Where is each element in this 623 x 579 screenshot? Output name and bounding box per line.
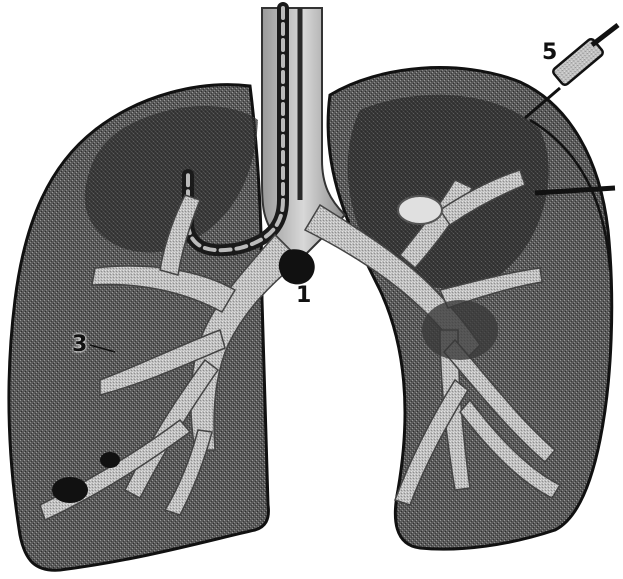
peripheral-lesion-1: [52, 477, 88, 503]
callout-3-label: 3: [72, 334, 87, 356]
hilar-tumor: [279, 249, 315, 284]
callout-5-label: 5: [542, 42, 557, 64]
callout-1-label: 1: [296, 285, 311, 307]
upper-lobe-cavity: [398, 196, 442, 224]
right-lower-lobe-mass: [422, 300, 498, 360]
peripheral-lesion-2: [100, 452, 120, 468]
